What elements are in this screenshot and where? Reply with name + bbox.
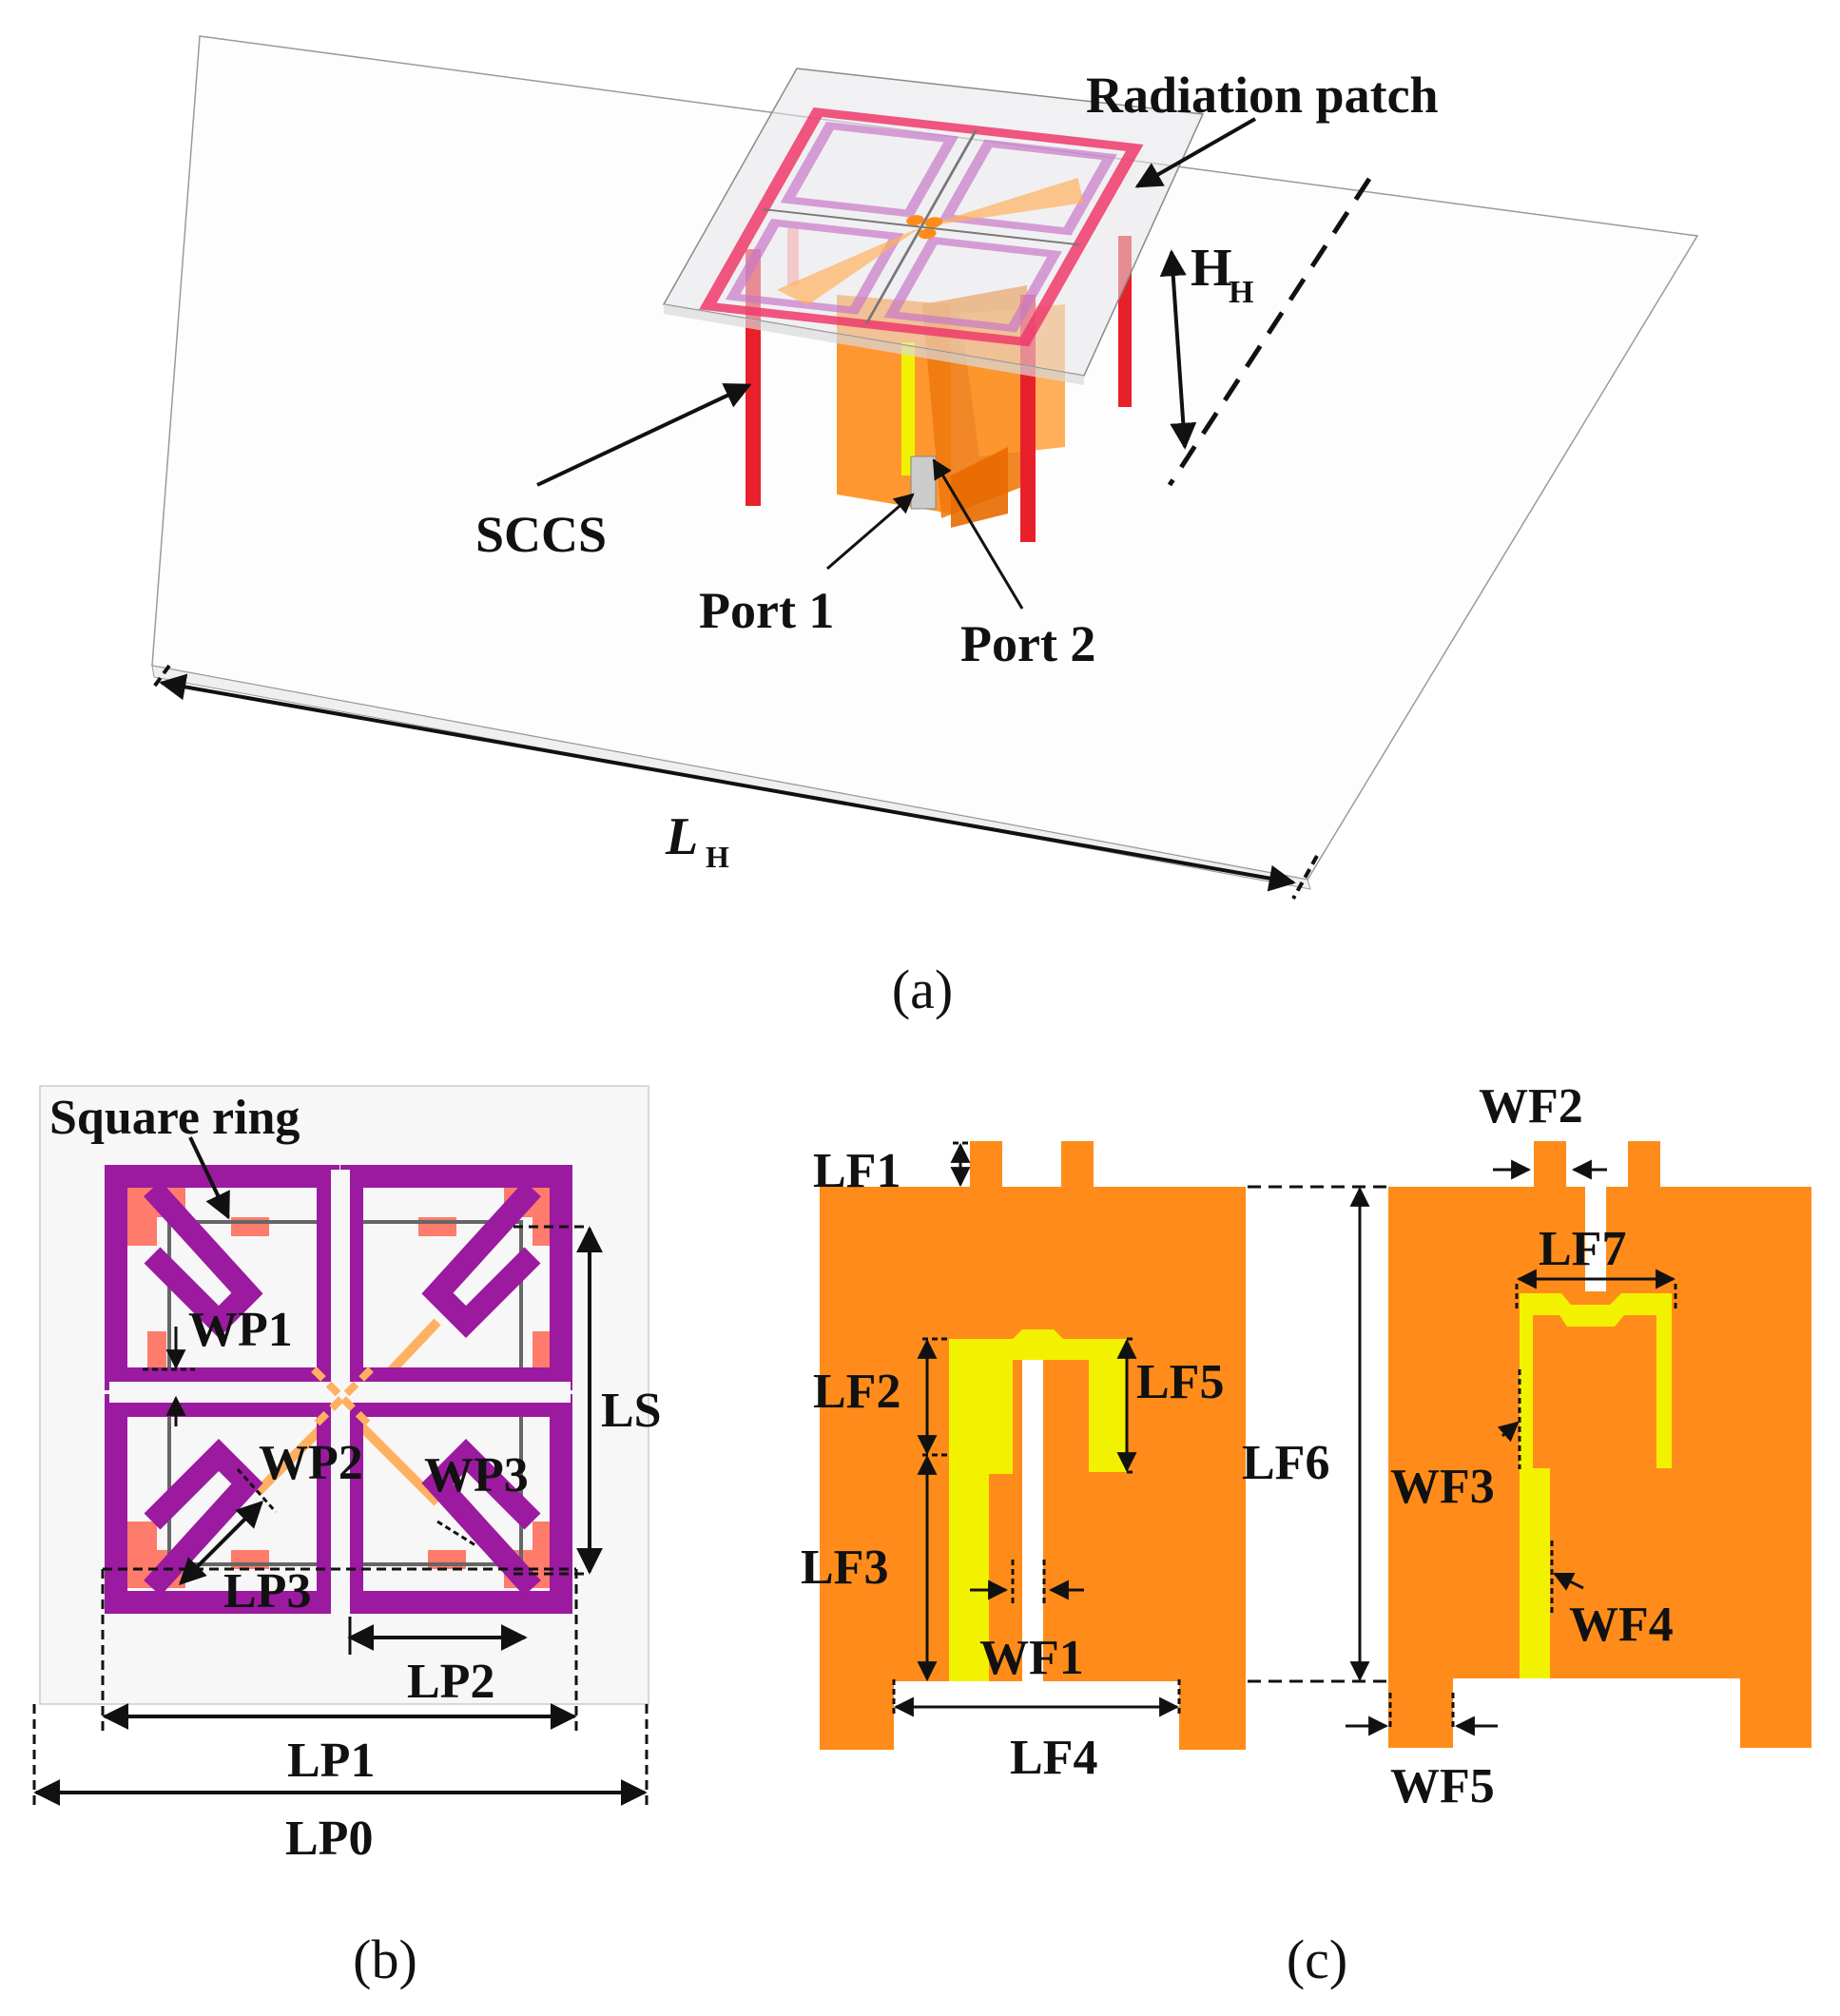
lp1-label: LP1 (287, 1734, 375, 1788)
wf5-label: WF5 (1390, 1759, 1495, 1813)
wp3-label: WP3 (424, 1448, 529, 1502)
lh-label: L (665, 807, 698, 866)
lf7-label: LF7 (1539, 1222, 1626, 1276)
hh-dimension (1159, 249, 1197, 450)
feed-board-left (820, 1141, 1246, 1750)
hh-label: H (1191, 239, 1232, 298)
lp3-label: LP3 (223, 1564, 311, 1619)
wf2-label: WF2 (1479, 1079, 1583, 1134)
hh-subscript: H (1229, 275, 1253, 310)
caption-c: (c) (1287, 1929, 1347, 1990)
lf2-label: LF2 (813, 1365, 901, 1419)
panel-b: Square ring WP1 WP2 WP3 LP3 LP2 LP1 LP0 … (32, 1085, 662, 1990)
panel-c: LF1 LF2 LF3 LF4 LF5 LF6 LF7 WF1 WF2 WF3 … (801, 1079, 1811, 1990)
port1-label: Port 1 (699, 582, 834, 639)
lf3-label: LF3 (801, 1541, 888, 1595)
wp2-label: WP2 (259, 1436, 363, 1490)
lp2-label: LP2 (407, 1655, 494, 1709)
lf6-label: LF6 (1242, 1436, 1329, 1490)
lf5-label: LF5 (1136, 1355, 1224, 1409)
panel-a: H H Radiation patch SCCS Port 1 Port 2 L… (150, 35, 1699, 1020)
lf4-label: LF4 (1010, 1731, 1097, 1785)
sccs-label: SCCS (475, 506, 607, 563)
panel-c-dimensions (892, 1141, 1677, 1736)
square-ring-label: Square ring (49, 1091, 300, 1145)
lh-subscript: H (706, 840, 729, 874)
lp0-label: LP0 (285, 1812, 373, 1866)
radiation-patch-label: Radiation patch (1086, 67, 1439, 124)
caption-b: (b) (353, 1929, 417, 1990)
port2-label: Port 2 (960, 615, 1095, 672)
radiation-patch (699, 107, 1144, 347)
wf4-label: WF4 (1569, 1598, 1674, 1652)
wp1-label: WP1 (188, 1303, 293, 1357)
caption-a: (a) (892, 959, 953, 1020)
ls-label: LS (601, 1384, 662, 1438)
lf1-label: LF1 (813, 1144, 901, 1198)
feed-board-right (1388, 1141, 1811, 1748)
lh-dimension (159, 673, 1296, 892)
wf1-label: WF1 (979, 1631, 1084, 1685)
wf3-label: WF3 (1390, 1460, 1495, 1514)
purple-radiators (105, 1165, 572, 1614)
